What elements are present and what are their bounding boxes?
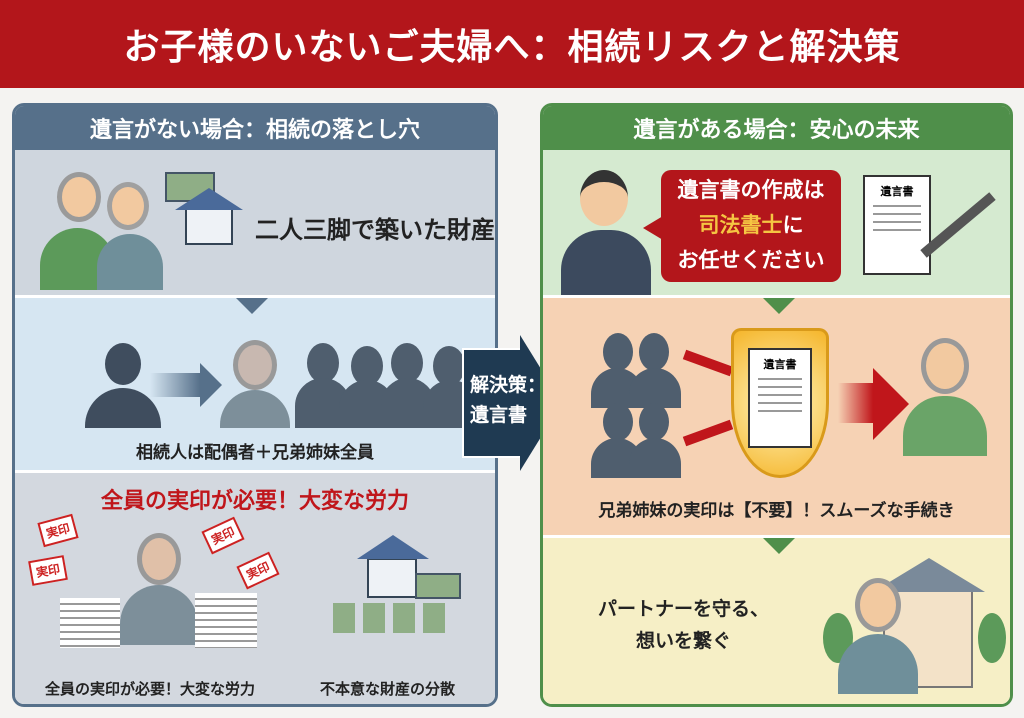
result-text: 兄弟姉妹の実印は【不要】！スムーズな手続き	[598, 501, 955, 521]
heirs-section: 相続人は配偶者＋兄弟姉妹全員	[15, 295, 495, 470]
protection-section: 遺言書 兄弟姉妹の実印は【不要】！スムーズな手続き	[543, 295, 1010, 535]
future-section: パートナーを守る、 想いを繋ぐ	[543, 535, 1010, 704]
future-line2: 想いを繋ぐ	[636, 630, 732, 652]
blocked-arrow-icon	[682, 349, 734, 377]
down-arrow-icon	[763, 538, 795, 554]
down-arrow-icon	[236, 298, 268, 314]
caption-dispersion: 不本意な財産の分散	[320, 680, 456, 698]
assets-section: 二人三脚で築いた財産	[15, 150, 495, 295]
no-will-panel: 遺言がない場合：相続の落とし穴 二人三脚で築いた財産 相続人は配偶者＋兄弟姉妹全…	[12, 103, 498, 707]
blocked-arrow-icon	[682, 419, 734, 447]
no-will-header: 遺言がない場合：相続の落とし穴	[15, 106, 495, 150]
caption-effort: 全員の実印が必要！大変な労力	[45, 680, 256, 698]
advisor-section: 遺言書の作成は 司法書士に お任せください 遺言書	[543, 150, 1010, 295]
bubble-highlight: 司法書士	[698, 213, 783, 237]
page-title: お子様のいないご夫婦へ：相続リスクと解決策	[0, 0, 1024, 88]
will-document-icon: 遺言書	[863, 175, 931, 275]
stamp-icon: 実印	[37, 513, 79, 548]
with-will-panel: 遺言がある場合：安心の未来 遺言書の作成は 司法書士に お任せください 遺言書 …	[540, 103, 1013, 707]
solution-arrow	[462, 348, 524, 458]
solution-line2: 遺言書	[470, 404, 528, 426]
bubble-line3: お任せください	[677, 248, 825, 272]
solution-line1: 解決策：	[470, 374, 547, 396]
pen-icon	[920, 192, 996, 258]
with-will-header: 遺言がある場合：安心の未来	[543, 106, 1010, 150]
problems-section: 全員の実印が必要！大変な労力 実印 実印 実印 実印 全員の実印が必要！大変な労…	[15, 470, 495, 704]
stamp-icon: 実印	[236, 551, 280, 590]
paper-stack-icon	[195, 593, 257, 648]
future-line1: パートナーを守る、	[598, 598, 770, 620]
paper-stack-icon	[60, 598, 120, 648]
heirs-text: 相続人は配偶者＋兄弟姉妹全員	[136, 443, 374, 463]
bubble-suffix: に	[782, 213, 804, 237]
stamp-icon: 実印	[28, 555, 68, 586]
stamp-icon: 実印	[201, 516, 245, 555]
speech-bubble: 遺言書の作成は 司法書士に お任せください	[661, 170, 841, 282]
right-arrow-icon	[838, 383, 873, 423]
will-document-icon: 遺言書	[748, 348, 812, 448]
problem-heading: 全員の実印が必要！大変な労力	[100, 489, 409, 514]
right-arrow-icon	[150, 373, 200, 397]
bubble-line1: 遺言書の作成は	[677, 178, 825, 202]
down-arrow-icon	[763, 298, 795, 314]
asset-text: 二人三脚で築いた財産	[255, 216, 495, 244]
